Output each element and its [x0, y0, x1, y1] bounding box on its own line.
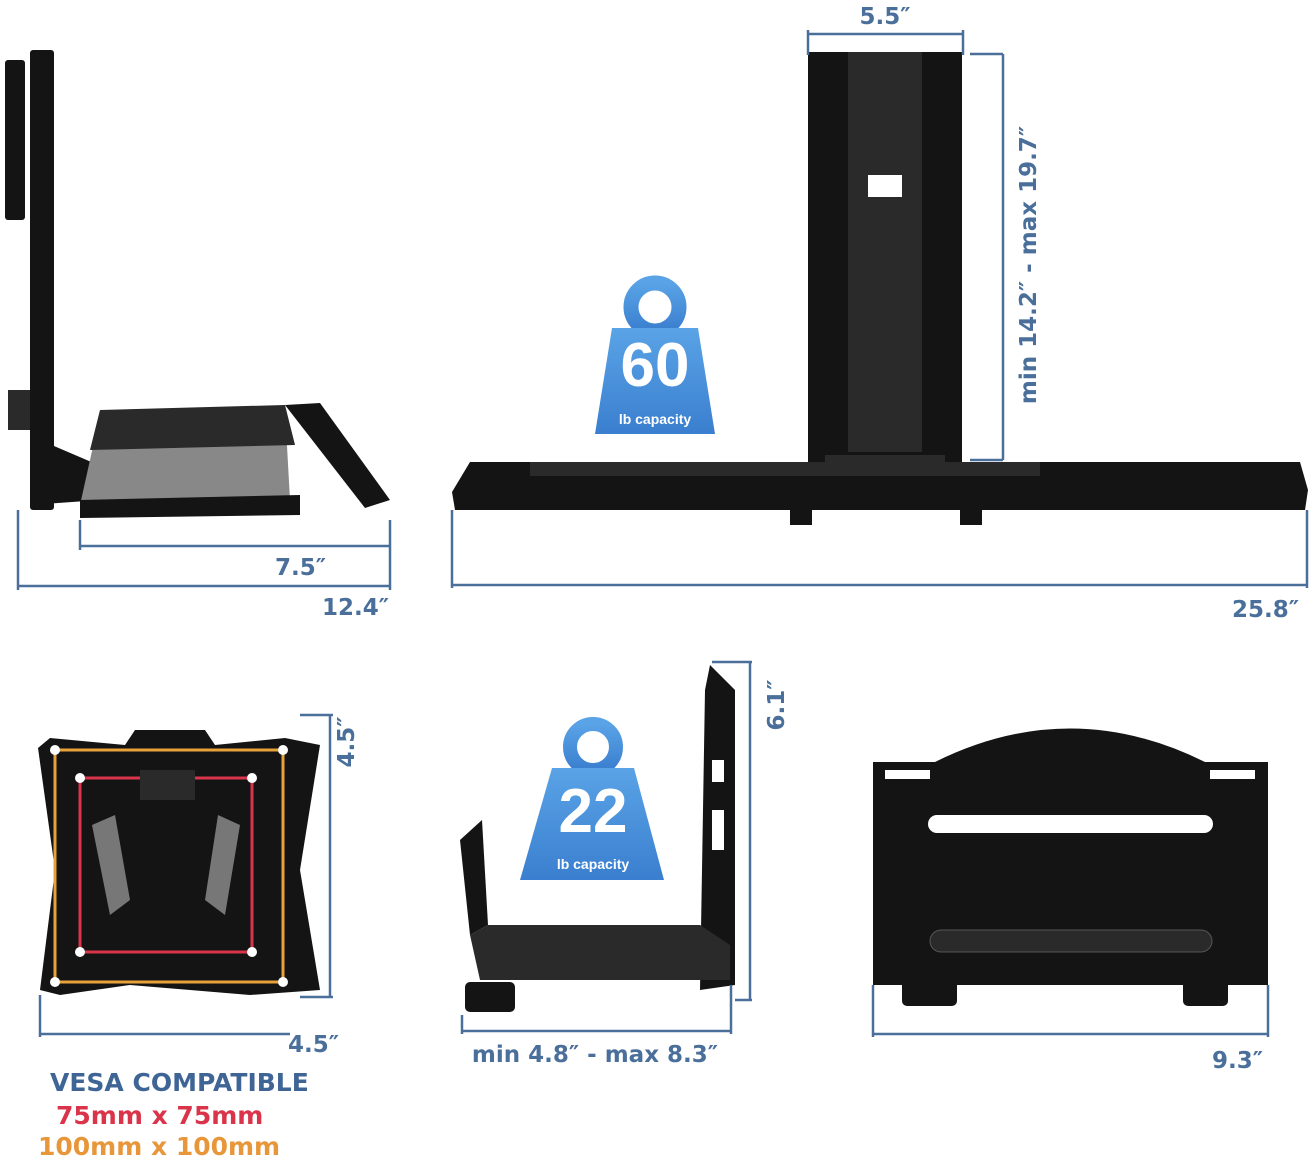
tray-width-label: 25.8″ [1232, 597, 1299, 623]
vesa-dimensions: 4.5″ 4.5″ [38, 713, 360, 1058]
vesa-size-100: 100mm x 100mm [38, 1132, 281, 1161]
front-dimensions: 5.5″ min 14.2″ - max 19.7″ 25.8″ [450, 4, 1309, 623]
vesa-width-label: 4.5″ [288, 1032, 339, 1058]
side-dimensions: 7.5″ 12.4″ [16, 510, 392, 621]
vesa-size-75: 75mm x 75mm [56, 1101, 264, 1130]
weight-capacity-22-icon: 22 lb capacity [520, 717, 664, 880]
height-range-label: min 14.2″ - max 19.7″ [1016, 126, 1042, 404]
capacity-unit: lb capacity [619, 411, 692, 427]
front-view-workstation [452, 52, 1308, 525]
cpu-height-label: 6.1″ [764, 679, 790, 730]
capacity-value: 60 [621, 331, 690, 400]
vesa-plate [38, 730, 320, 995]
vesa-title: VESA COMPATIBLE [50, 1068, 309, 1097]
side-view-workstation [5, 50, 390, 518]
cpu-holder-side-view [460, 665, 735, 1012]
capacity-value: 22 [559, 777, 628, 846]
total-depth-label: 12.4″ [322, 595, 389, 621]
cpu-front-dimensions: 9.3″ [871, 985, 1270, 1074]
cpu-side-dimensions: 6.1″ min 4.8″ - max 8.3″ [460, 660, 790, 1068]
cpu-holder-front-view [873, 728, 1268, 1006]
weight-capacity-60-icon: 60 lb capacity [595, 275, 715, 434]
cpu-front-width-label: 9.3″ [1212, 1048, 1263, 1074]
pole-width-label: 5.5″ [859, 4, 910, 30]
cpu-width-range-label: min 4.8″ - max 8.3″ [472, 1042, 718, 1068]
tray-depth-label: 7.5″ [275, 555, 326, 581]
vesa-height-label: 4.5″ [334, 716, 360, 767]
capacity-unit: lb capacity [557, 856, 630, 872]
